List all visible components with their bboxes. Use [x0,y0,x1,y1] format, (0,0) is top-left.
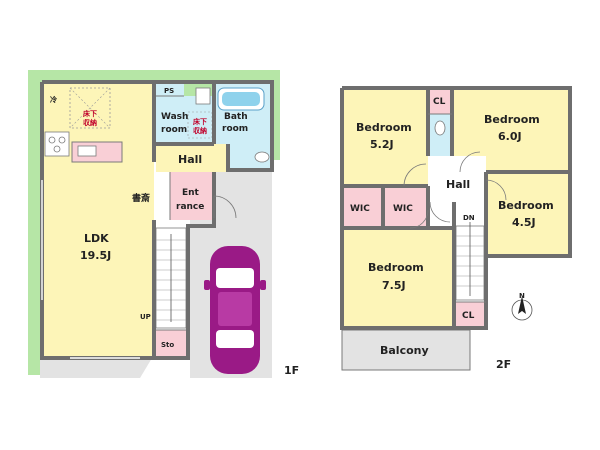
stove-burner-1 [48,136,56,144]
wash-basin [195,87,211,105]
bedroom-d-label: Bedroom [368,261,424,274]
hall-1f-label: Hall [178,153,202,166]
ldk-size: 19.5J [80,249,111,262]
closet-bottom-label: CL [462,311,475,321]
bedroom-a-label: Bedroom [356,121,412,134]
underfloor-storage-hatch [69,87,111,129]
floor1-label: 1F [284,364,299,377]
wic-1 [342,186,382,228]
entrance-door [213,195,237,219]
floor-2: N Bedroom 5.2J CL Bedroom 6.0J Hall Bedr… [340,86,572,371]
bedroom-b-label: Bedroom [484,113,540,126]
washroom-label-l2: room [161,125,187,135]
door-2f-bedb [459,151,481,173]
storage-label-l2: 収納 [83,118,97,127]
bathroom-label-l1: Bath [224,112,248,122]
closet-top [428,88,452,114]
bedroom-d-size: 7.5J [382,279,406,292]
toilet-bowl-1f [254,151,270,163]
closet-bottom [456,302,484,328]
balcony-label: Balcony [380,344,429,357]
ps-label: PS [164,87,174,95]
stove-burner-3 [53,145,61,153]
bathroom-label-l2: room [222,124,248,134]
compass-icon [511,296,533,321]
bedroom-c-label: Bedroom [498,199,554,212]
floor-1: 冷 床下 収納 PS Wash room 床下 収納 Bath room Hal… [28,70,299,378]
door-2f-beda [403,163,427,187]
walls-1f-outer [42,80,274,172]
hall-2f-label: Hall [446,178,470,191]
bedroom-c-size: 4.5J [512,216,536,229]
entrance [170,172,212,220]
door-2f-wic [409,209,429,229]
floor2-label: 2F [496,358,511,371]
closet-top-label: CL [433,97,446,107]
bedroom-b-size: 6.0J [498,130,522,143]
ps-shaft [156,82,184,96]
entrance-label-l1: Ent [182,188,200,198]
bedroom-a-size: 5.2J [370,138,394,151]
storage2-label-l1: 床下 [193,117,207,126]
compass-label: N [519,292,525,300]
car-icon [204,246,266,374]
toilet-bowl-2f [434,120,446,136]
ldk-label: LDK [84,232,109,245]
wic-2 [384,186,428,228]
hall-1f [156,144,228,172]
wic1-label: WIC [350,204,370,214]
hatch-x-2 [69,87,111,129]
entrance-label-l2: rance [176,202,204,212]
door-2f-bedc [485,179,507,201]
storage-small [156,330,186,356]
storage2-label-l2: 収納 [193,126,207,135]
kitchen-sink [77,145,97,157]
stove-burner-2 [58,136,66,144]
up-label: UP [140,313,151,321]
bathtub-inner [222,92,260,106]
hall-2f [428,156,486,202]
balcony [341,329,471,371]
bedroom-d [342,228,454,328]
storage-label-l1: 床下 [83,109,97,118]
washroom-label-l1: Wash [161,112,188,122]
storage-small-label: Sto [161,341,174,349]
wic2-label: WIC [393,204,413,214]
study-label: 書斎 [132,192,150,204]
dn-label: DN [463,214,475,222]
door-2f-hall [429,201,451,223]
porch-step [40,358,152,378]
fridge-label: 冷 [50,95,57,104]
study-nook [124,172,154,218]
bedroom-a [342,88,428,184]
